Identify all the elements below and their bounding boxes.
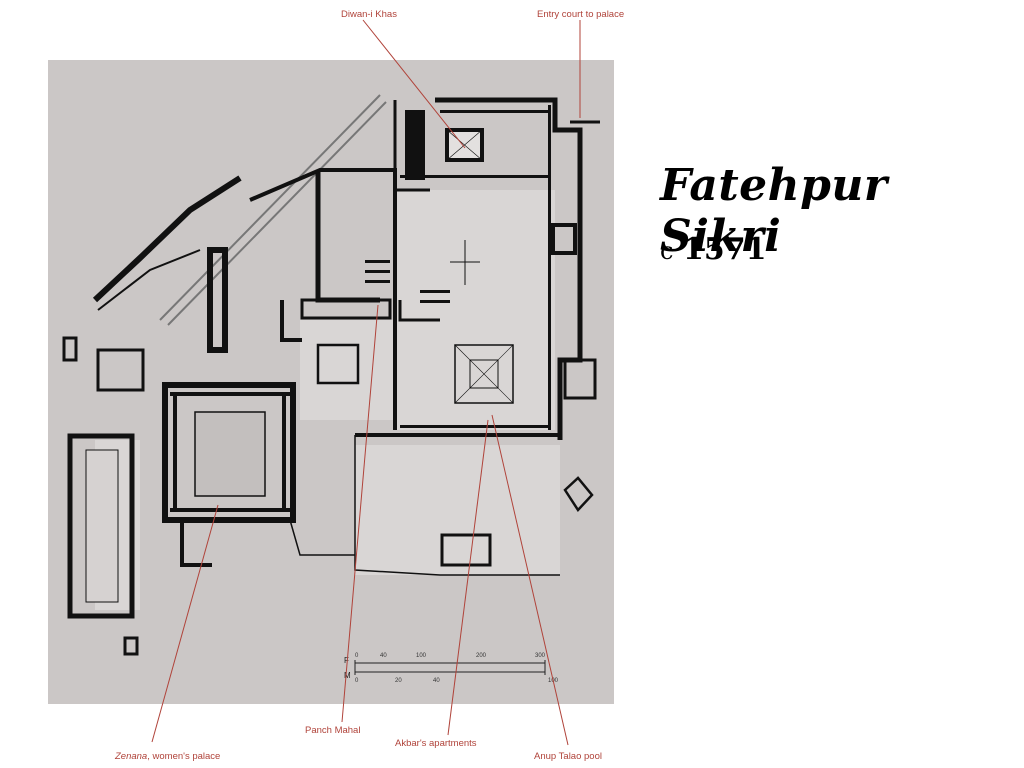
- label-akbars-apartments: Akbar's apartments: [395, 738, 477, 749]
- scale-metres-label: M: [344, 671, 351, 680]
- label-panch-mahal: Panch Mahal: [305, 725, 360, 736]
- scale-feet-tick-2: 100: [416, 653, 427, 659]
- label-diwan-i-khas: Diwan-i Khas: [341, 9, 397, 20]
- date-prefix: c: [660, 237, 674, 265]
- label-zenana: Zenana, women's palace: [114, 751, 220, 762]
- scale-feet-tick-0: 0: [355, 653, 359, 659]
- scale-metre-tick-1: 20: [395, 678, 402, 684]
- scale-metre-tick-2: 40: [433, 678, 440, 684]
- label-anup-talao: Anup Talao pool: [534, 751, 602, 762]
- label-leader-lines: [151, 19, 581, 746]
- scale-feet-label: F: [344, 656, 349, 665]
- label-zenana-rest: , women's palace: [147, 751, 220, 762]
- road-lines: [159, 94, 387, 326]
- slide-title: Fatehpur Sikri: [660, 160, 888, 262]
- slide-date: c 1571: [660, 232, 767, 267]
- label-zenana-italic: Zenana: [114, 751, 147, 762]
- column-grid-pattern: [170, 105, 551, 512]
- scale-metre-tick-0: 0: [355, 678, 359, 684]
- scale-feet-tick-1: 40: [380, 653, 387, 659]
- scale-feet-tick-3: 200: [476, 653, 487, 659]
- label-entry-court: Entry court to palace: [537, 9, 624, 20]
- scale-feet-tick-4: 300: [535, 653, 546, 659]
- date-year: 1571: [683, 232, 767, 267]
- palace-walls: [62, 97, 600, 656]
